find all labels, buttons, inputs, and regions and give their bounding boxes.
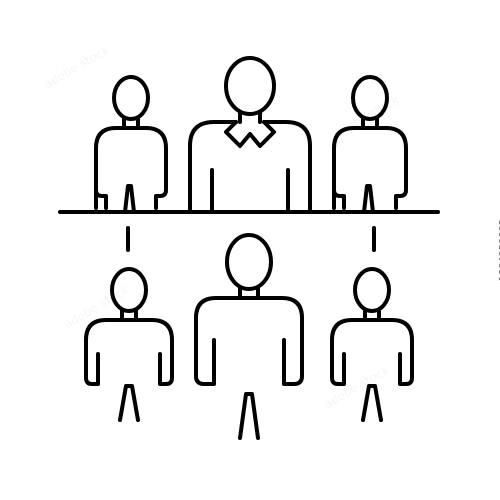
torso-icon [194, 296, 304, 440]
head-icon [353, 267, 391, 313]
head-icon [110, 267, 148, 313]
head-icon [351, 75, 389, 121]
head-icon [224, 56, 276, 116]
person-top-left [94, 75, 168, 214]
person-bottom-center [194, 233, 304, 440]
head-icon [225, 233, 273, 291]
person-bottom-left [84, 267, 174, 422]
torso-icon [94, 126, 168, 214]
torso-icon [330, 318, 414, 422]
torso-icon [188, 120, 312, 212]
person-top-right [332, 75, 408, 214]
person-top-center [188, 56, 312, 212]
torso-icon [84, 318, 174, 422]
person-bottom-right [330, 267, 414, 422]
neck-icon [238, 111, 262, 124]
collar-icon [224, 120, 276, 148]
head-icon [112, 75, 150, 121]
torso-icon [332, 126, 408, 214]
